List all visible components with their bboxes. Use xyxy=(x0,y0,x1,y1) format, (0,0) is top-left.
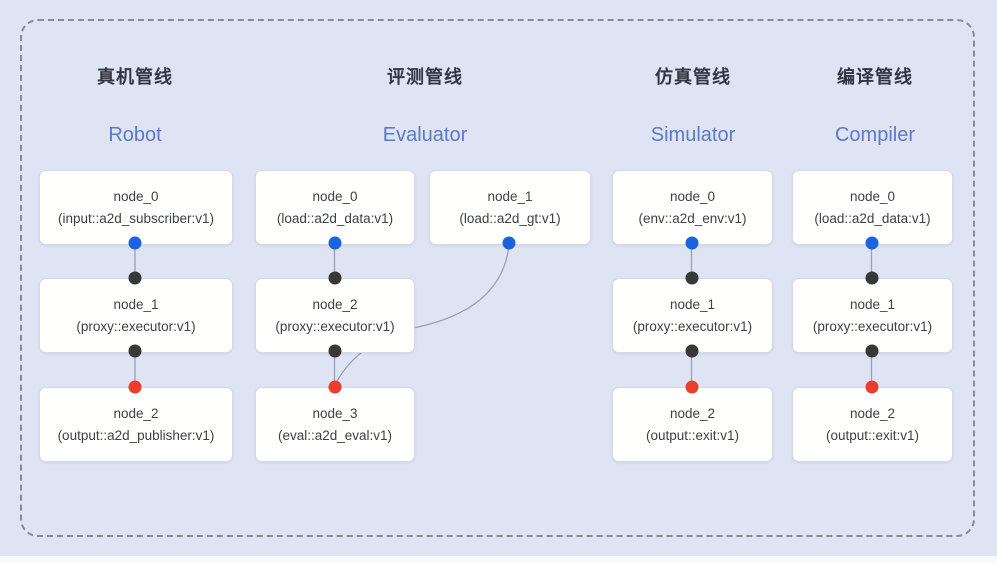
node-name: node_0 xyxy=(849,188,896,204)
pipeline-title-en-simulator: Simulator xyxy=(650,124,736,146)
node-type: (input::a2d_subscriber:v1) xyxy=(57,210,215,226)
node-type: (output::exit:v1) xyxy=(645,427,740,443)
input-port-dot xyxy=(328,271,341,285)
node-simulator-0: node_0 (env::a2d_env:v1) xyxy=(612,170,773,245)
node-type: (proxy::executor:v1) xyxy=(275,318,395,334)
node-name: node_2 xyxy=(669,405,716,421)
node-name: node_1 xyxy=(487,188,533,204)
input-port-dot xyxy=(865,344,878,358)
pipeline-title-zh-simulator: 仿真管线 xyxy=(655,67,731,87)
node-robot-0: node_0 (input::a2d_subscriber:v1) xyxy=(39,170,233,245)
input-port-dot xyxy=(328,344,341,358)
output-port-dot xyxy=(128,236,142,250)
eval-port-dot xyxy=(128,380,142,394)
node-type: (proxy::executor:v1) xyxy=(812,318,933,334)
node-type: (output::exit:v1) xyxy=(825,427,920,443)
node-name: node_0 xyxy=(113,188,159,204)
input-port-dot xyxy=(128,344,142,358)
node-name: node_1 xyxy=(113,296,159,312)
bottom-margin xyxy=(0,556,997,563)
output-port-dot xyxy=(865,236,878,250)
node-type: (env::a2d_env:v1) xyxy=(638,210,747,226)
node-name: node_1 xyxy=(669,296,716,312)
node-type: (eval::a2d_eval:v1) xyxy=(277,427,393,443)
input-port-dot xyxy=(685,271,698,285)
eval-port-dot xyxy=(685,380,698,394)
node-name: node_1 xyxy=(849,296,896,312)
pipeline-title-en-compiler: Compiler xyxy=(834,124,916,146)
node-type: (load::a2d_gt:v1) xyxy=(459,210,561,226)
node-name: node_0 xyxy=(312,188,358,204)
node-name: node_2 xyxy=(849,405,896,421)
node-simulator-2: node_2 (output::exit:v1) xyxy=(612,387,773,462)
dashed-frame xyxy=(20,19,975,537)
output-port-dot xyxy=(502,236,516,250)
pipeline-title-en-robot: Robot xyxy=(108,124,162,146)
node-type: (proxy::executor:v1) xyxy=(76,318,196,334)
input-port-dot xyxy=(685,344,698,358)
node-robot-2: node_2 (output::a2d_publisher:v1) xyxy=(39,387,233,462)
node-compiler-2: node_2 (output::exit:v1) xyxy=(792,387,953,462)
node-evaluator-3: node_3 (eval::a2d_eval:v1) xyxy=(255,387,415,462)
node-type: (proxy::executor:v1) xyxy=(632,318,753,334)
connector-evaluator-gt-curve xyxy=(334,244,510,386)
node-simulator-1: node_1 (proxy::executor:v1) xyxy=(612,278,773,353)
node-name: node_2 xyxy=(113,405,159,421)
output-port-dot xyxy=(685,236,698,250)
eval-port-dot xyxy=(328,380,341,394)
eval-port-dot xyxy=(865,380,878,394)
node-type: (output::a2d_publisher:v1) xyxy=(57,427,215,443)
pipeline-title-zh-compiler: 编译管线 xyxy=(837,67,913,87)
node-name: node_0 xyxy=(669,188,716,204)
input-port-dot xyxy=(128,271,142,285)
node-compiler-1: node_1 (proxy::executor:v1) xyxy=(792,278,953,353)
node-type: (load::a2d_data:v1) xyxy=(276,210,394,226)
node-evaluator-2: node_2 (proxy::executor:v1) xyxy=(255,278,415,353)
node-compiler-0: node_0 (load::a2d_data:v1) xyxy=(792,170,953,245)
node-name: node_2 xyxy=(312,296,358,312)
pipeline-title-zh-robot: 真机管线 xyxy=(97,67,173,87)
node-evaluator-0: node_0 (load::a2d_data:v1) xyxy=(255,170,415,245)
node-type: (load::a2d_data:v1) xyxy=(814,210,931,226)
pipeline-title-zh-evaluator: 评测管线 xyxy=(387,67,463,87)
node-evaluator-1: node_1 (load::a2d_gt:v1) xyxy=(429,170,591,245)
output-port-dot xyxy=(328,236,341,250)
node-name: node_3 xyxy=(312,405,358,421)
pipeline-title-en-evaluator: Evaluator xyxy=(382,124,468,146)
input-port-dot xyxy=(865,271,878,285)
node-robot-1: node_1 (proxy::executor:v1) xyxy=(39,278,233,353)
